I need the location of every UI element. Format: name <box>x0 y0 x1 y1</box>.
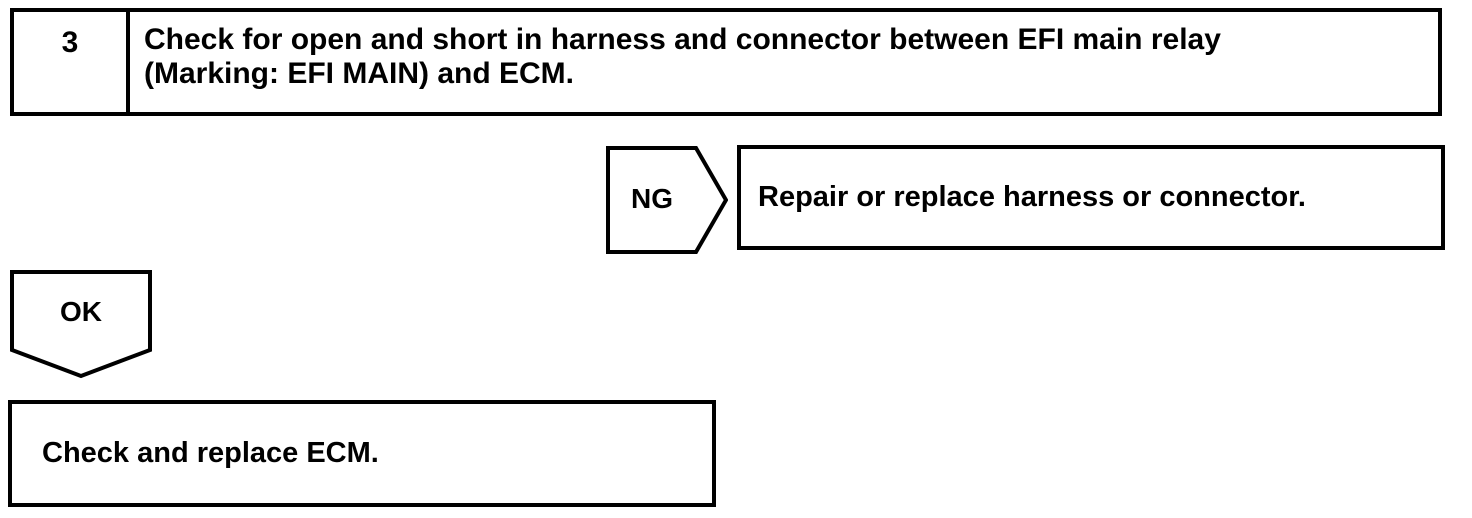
step-instruction: Check for open and short in harness and … <box>144 23 1221 90</box>
ok-action-text: Check and replace ECM. <box>42 437 379 469</box>
step-number-cell: 3 <box>14 12 130 112</box>
ok-connector-label: OK <box>60 296 102 327</box>
ok-pentagon-shape <box>10 270 152 379</box>
step-number: 3 <box>61 26 79 59</box>
ng-action-text: Repair or replace harness or connector. <box>758 181 1306 213</box>
ok-connector: OK <box>8 268 154 380</box>
ng-connector: NG <box>606 146 728 254</box>
ok-action-box: Check and replace ECM. <box>8 400 716 507</box>
ng-pentagon-shape <box>606 146 728 254</box>
step-box: 3 Check for open and short in harness an… <box>10 8 1442 116</box>
ng-connector-label: NG <box>631 183 673 214</box>
ng-action-box: Repair or replace harness or connector. <box>737 145 1445 250</box>
